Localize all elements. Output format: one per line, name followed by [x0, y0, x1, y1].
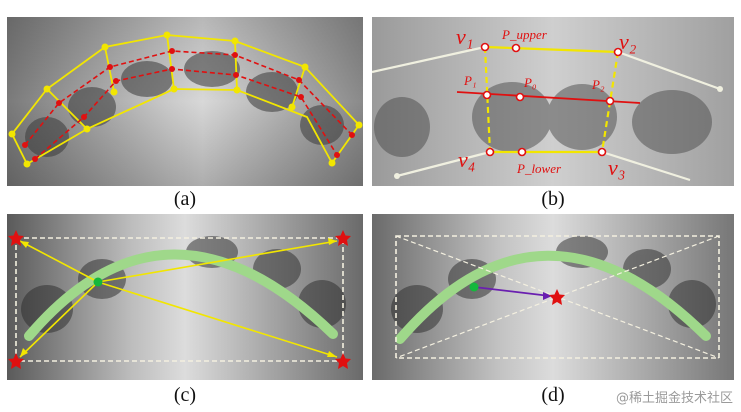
watermark: @稀土掘金技术社区: [616, 387, 733, 406]
label-v2: v₂: [619, 29, 637, 54]
panel-b: v₁ v₂ v₃ v₄ P_upper P_lower P₀ P₁ P₂: [372, 17, 734, 186]
caption-a: (a): [155, 188, 215, 211]
green-point-d: [470, 283, 479, 292]
caption-d: (d): [523, 384, 583, 407]
label-p-lower: P_lower: [516, 161, 562, 176]
label-p-upper: P_upper: [501, 27, 548, 42]
label-v3: v₃: [608, 155, 625, 180]
label-v4: v₄: [458, 147, 475, 172]
panel-c-image: [7, 214, 363, 380]
panel-d: [372, 214, 734, 380]
panel-a-image: [7, 17, 363, 186]
panel-c: [7, 214, 363, 380]
caption-b: (b): [523, 188, 583, 211]
label-p2: P₂: [591, 77, 605, 92]
label-p1: P₁: [463, 73, 476, 88]
panel-b-image: v₁ v₂ v₃ v₄ P_upper P_lower P₀ P₁ P₂: [372, 17, 734, 186]
green-point: [94, 278, 103, 287]
panel-a: [7, 17, 363, 186]
label-p0: P₀: [523, 75, 536, 90]
caption-c: (c): [155, 384, 215, 407]
label-v1: v₁: [456, 24, 473, 49]
panel-d-image: [372, 214, 734, 380]
